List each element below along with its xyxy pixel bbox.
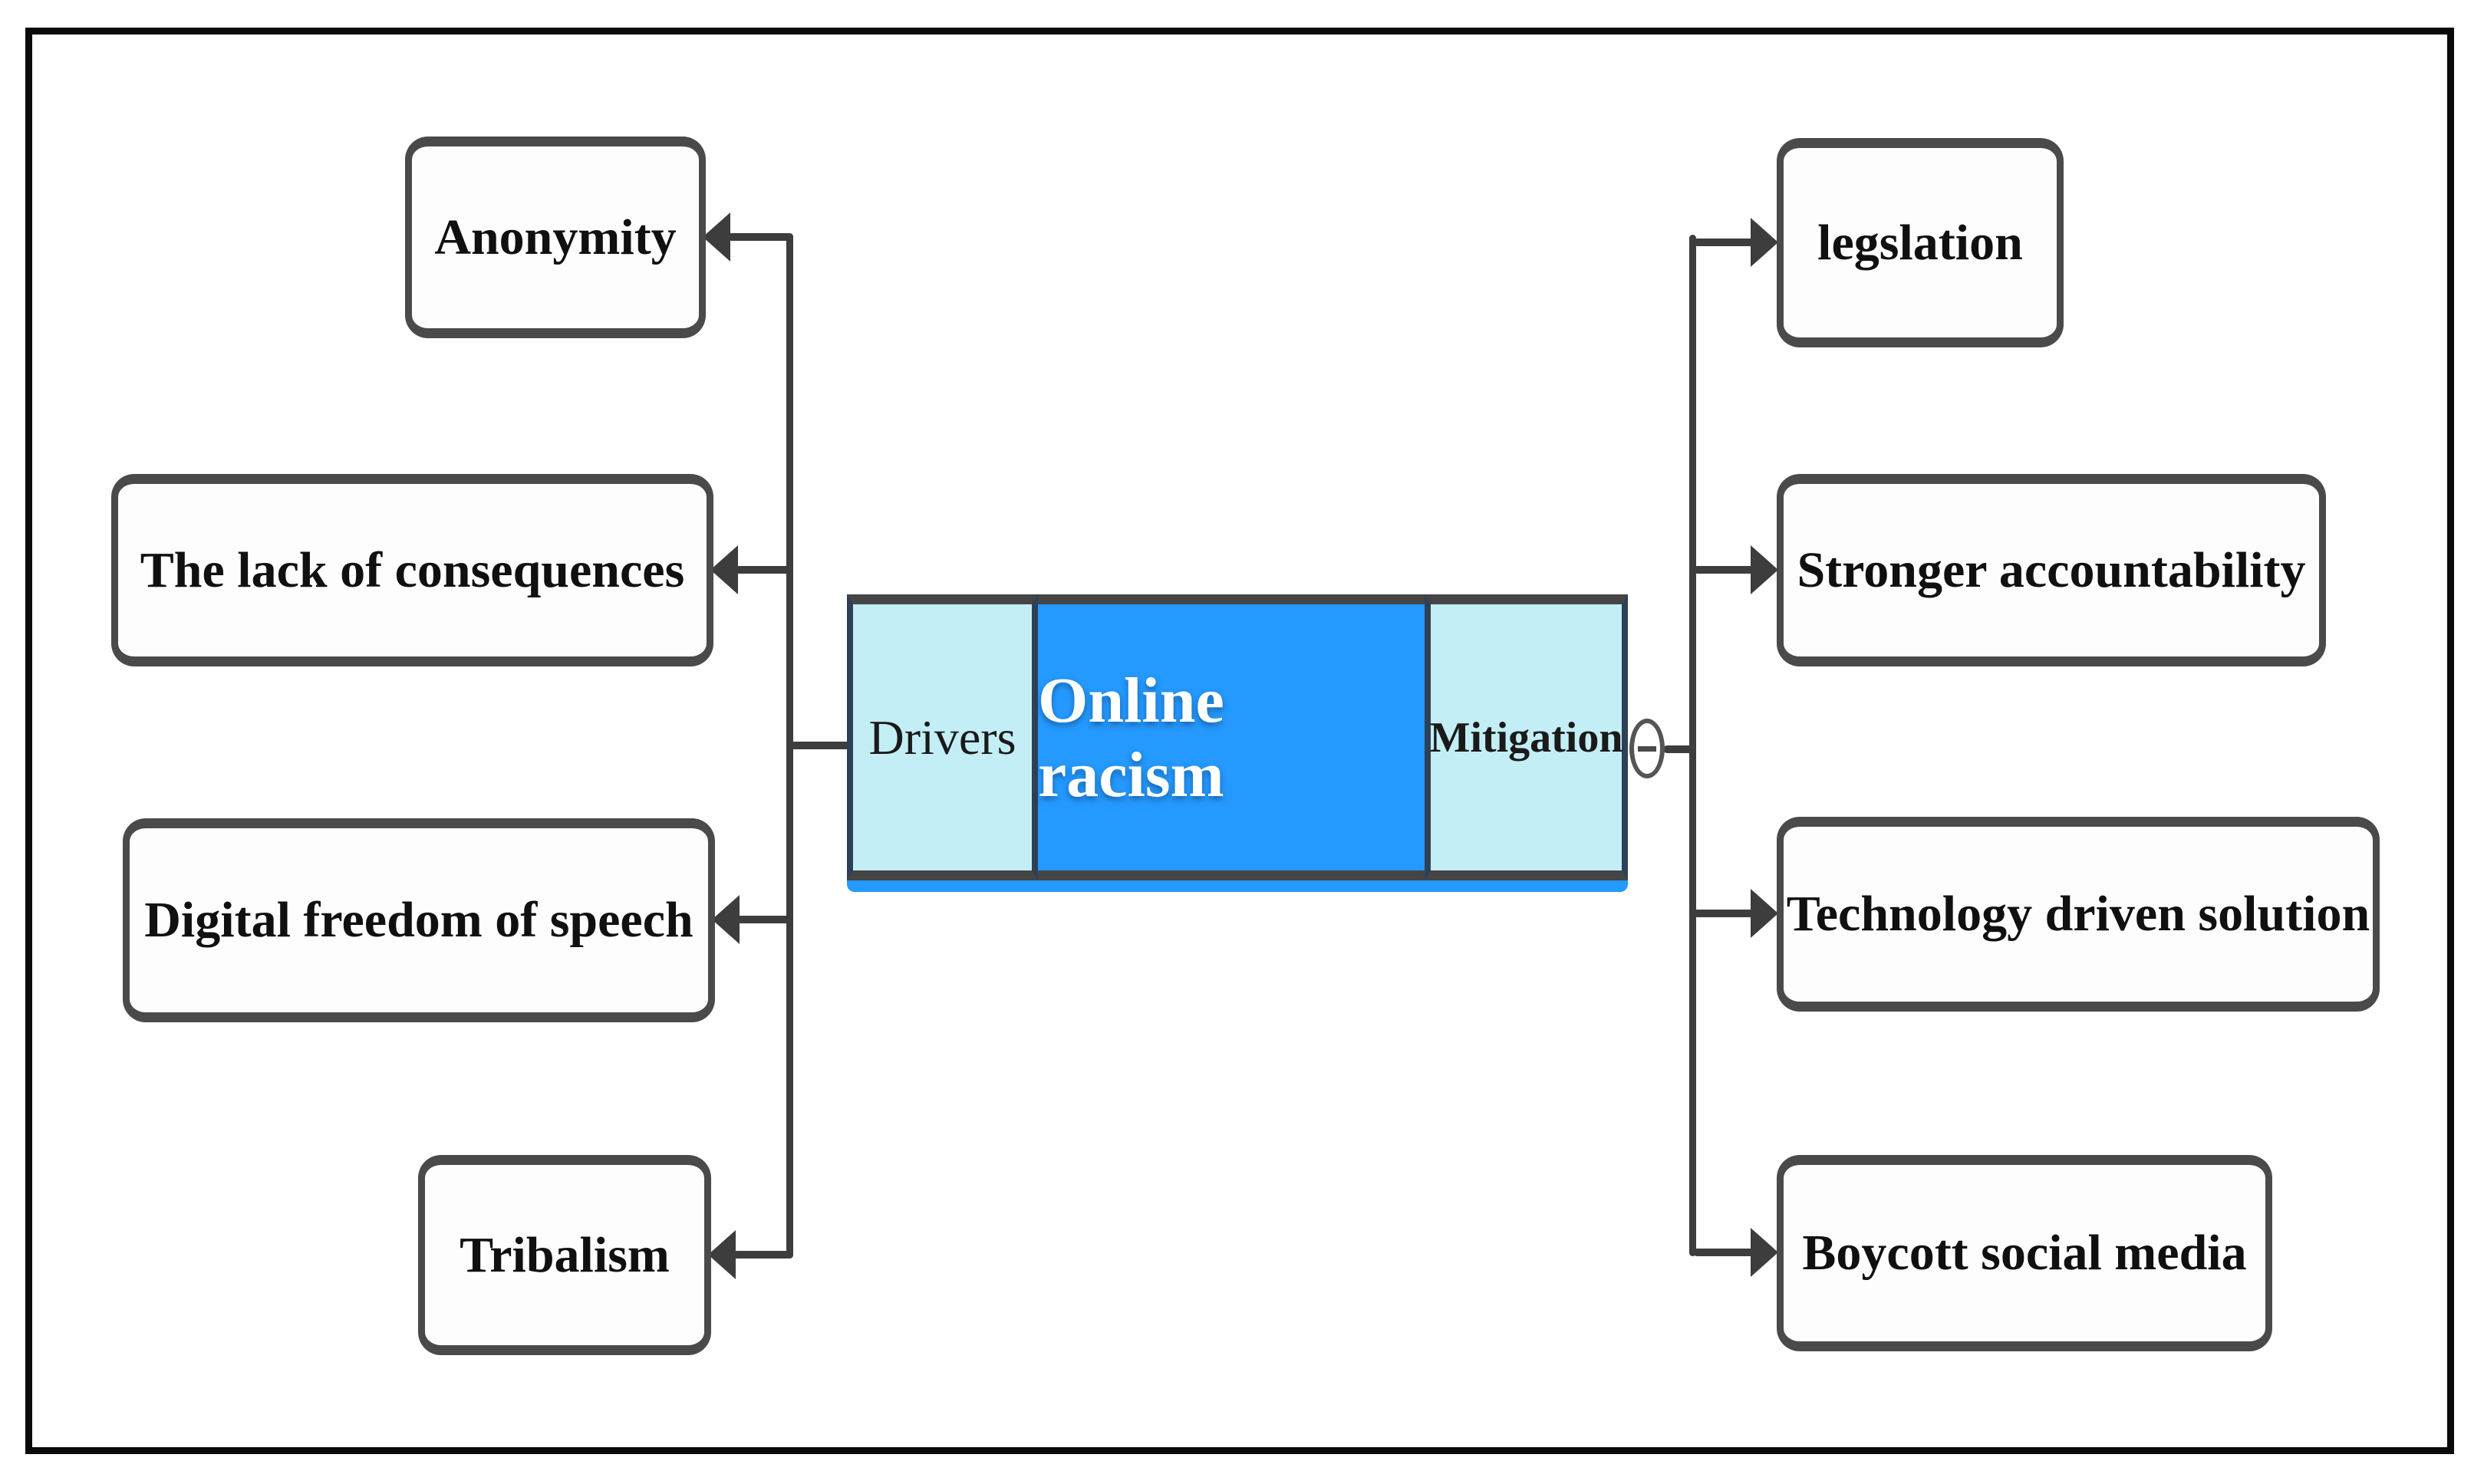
connector-line bbox=[733, 1251, 792, 1259]
collapse-toggle[interactable] bbox=[1629, 719, 1665, 778]
arrowhead-icon bbox=[1751, 1228, 1778, 1277]
minus-icon bbox=[1638, 745, 1656, 752]
node-label: Anonymity bbox=[434, 209, 677, 265]
arrowhead-icon bbox=[710, 545, 738, 594]
node-anonymity[interactable]: Anonymity bbox=[405, 137, 706, 338]
node-tribalism[interactable]: Tribalism bbox=[418, 1155, 711, 1355]
node-label: Digital freedom of speech bbox=[144, 892, 693, 949]
connector-line bbox=[1693, 239, 1754, 246]
node-boycott-social-media[interactable]: Boycott social media bbox=[1777, 1155, 2272, 1351]
node-label: legslation bbox=[1817, 214, 2023, 271]
connector-line bbox=[735, 566, 792, 574]
node-label: Stronger accountability bbox=[1797, 541, 2306, 598]
node-label: Tribalism bbox=[460, 1226, 670, 1283]
connector-line bbox=[1663, 745, 1696, 753]
branch-label-mitigation: Mitigation bbox=[1429, 713, 1623, 762]
node-stronger-accountability[interactable]: Stronger accountability bbox=[1777, 474, 2326, 666]
node-technology-driven-solution[interactable]: Technology driven solution bbox=[1777, 817, 2380, 1012]
connector-line bbox=[1693, 910, 1754, 917]
root-label: Online racism bbox=[1038, 664, 1224, 811]
arrowhead-icon bbox=[712, 895, 740, 944]
node-label: Technology driven solution bbox=[1786, 886, 2370, 943]
node-legslation[interactable]: legslation bbox=[1777, 138, 2064, 347]
connector-line bbox=[790, 742, 850, 749]
arrowhead-icon bbox=[1751, 545, 1778, 594]
connector-line bbox=[1693, 1249, 1754, 1256]
branch-node-mitigation[interactable]: Mitigation bbox=[1425, 594, 1628, 880]
connector-line bbox=[736, 916, 792, 923]
node-label: Boycott social media bbox=[1802, 1225, 2247, 1282]
node-label: The lack of consequences bbox=[140, 541, 685, 598]
arrowhead-icon bbox=[1751, 218, 1778, 267]
outer-frame bbox=[25, 28, 2454, 1454]
branch-label-drivers: Drivers bbox=[868, 709, 1016, 765]
branch-node-drivers[interactable]: Drivers bbox=[847, 594, 1038, 880]
arrowhead-icon bbox=[708, 1230, 736, 1279]
node-digital-freedom-of-speech[interactable]: Digital freedom of speech bbox=[123, 818, 715, 1022]
connector-line bbox=[727, 233, 792, 241]
connector-line bbox=[1693, 566, 1754, 574]
node-lack-of-consequences[interactable]: The lack of consequences bbox=[111, 474, 713, 666]
root-node[interactable]: Online racism bbox=[1038, 594, 1425, 880]
arrowhead-icon bbox=[1751, 889, 1778, 938]
connector-line bbox=[786, 233, 793, 1259]
arrowhead-icon bbox=[703, 212, 730, 262]
